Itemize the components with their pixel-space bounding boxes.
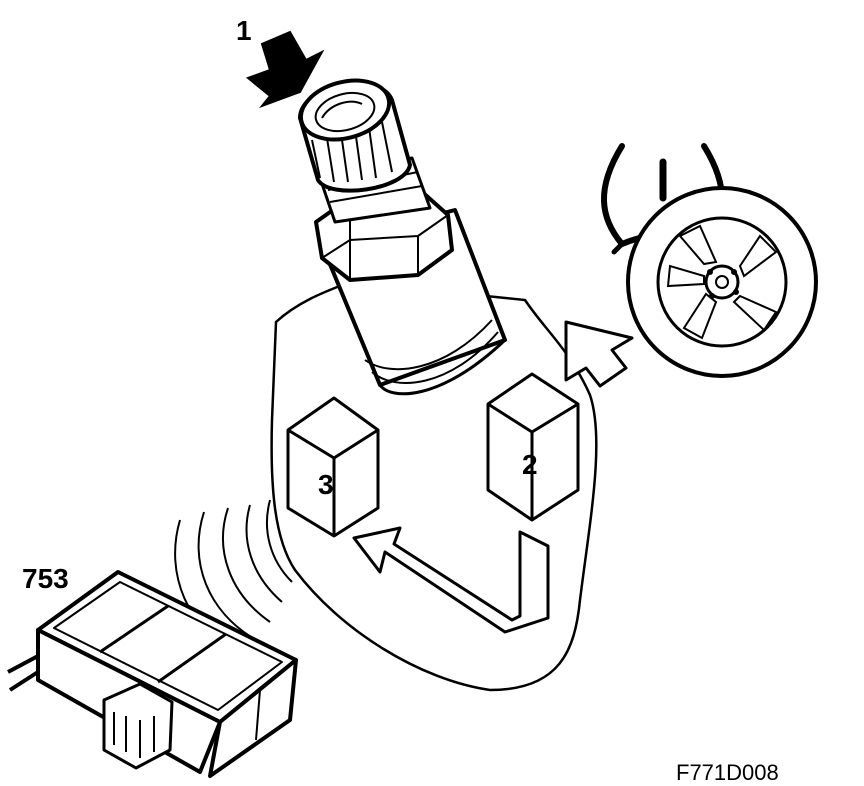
label-753: 753	[22, 563, 69, 594]
label-2: 2	[522, 449, 538, 480]
label-1: 1	[236, 15, 252, 46]
wheel-icon	[626, 186, 818, 378]
receiver-module-753	[7, 570, 298, 778]
label-3: 3	[318, 469, 334, 500]
box-3	[286, 396, 380, 538]
pressure-arrow-1	[246, 30, 325, 109]
signal-arrow-hollow	[564, 320, 634, 388]
box-2	[486, 372, 580, 522]
figure-code: F771D008	[676, 760, 779, 785]
tire-valve-sensor	[298, 78, 507, 396]
flow-arrow-2-to-3	[352, 526, 550, 634]
